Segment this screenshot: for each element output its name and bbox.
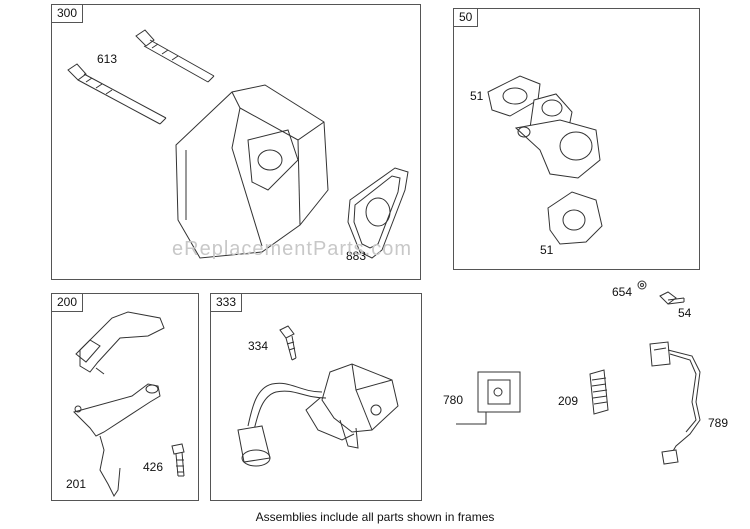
exhaust-adapter — [516, 94, 600, 178]
frame-300: 300 — [51, 4, 421, 280]
switch-789 — [650, 342, 700, 464]
governor-arm — [74, 384, 160, 436]
frame-tag-300: 300 — [52, 5, 84, 23]
frame-tag-333: 333 — [211, 294, 243, 312]
callout-54: 54 — [678, 306, 692, 320]
plate-780 — [456, 372, 520, 424]
callout-51-upper: 51 — [470, 89, 484, 103]
screw-334 — [280, 326, 296, 360]
screw-426 — [172, 444, 184, 476]
callout-201: 201 — [66, 477, 87, 491]
callout-883: 883 — [346, 249, 367, 263]
governor-link-201 — [100, 436, 120, 496]
frame-tag-50: 50 — [454, 9, 479, 27]
spark-plug-wire — [238, 383, 326, 466]
callout-780: 780 — [443, 393, 464, 407]
screw-54 — [660, 292, 684, 304]
bolt-613-upper — [136, 30, 214, 82]
callout-613: 613 — [97, 52, 118, 66]
gasket-51-lower — [548, 192, 602, 244]
ignition-armature — [306, 364, 398, 448]
callout-426: 426 — [143, 460, 164, 474]
watermark: eReplacementParts.com — [172, 238, 412, 260]
gasket-883 — [348, 168, 408, 258]
washer-654 — [638, 281, 646, 289]
frame-200: 200 — [51, 293, 199, 501]
spring-209 — [590, 370, 608, 414]
caption: Assemblies include all parts shown in fr… — [255, 510, 495, 524]
frame-50: 50 — [453, 8, 700, 270]
callout-334: 334 — [248, 339, 269, 353]
muffler — [176, 85, 328, 258]
throttle-lever — [76, 312, 164, 374]
frame-333: 333 — [210, 293, 422, 501]
frame-tag-200: 200 — [52, 294, 84, 312]
callout-654: 654 — [612, 285, 633, 299]
callout-789: 789 — [708, 416, 729, 430]
bolt-613-lower — [68, 64, 166, 124]
callout-209: 209 — [558, 394, 579, 408]
callout-51-lower: 51 — [540, 243, 554, 257]
gasket-51-upper — [488, 76, 540, 116]
